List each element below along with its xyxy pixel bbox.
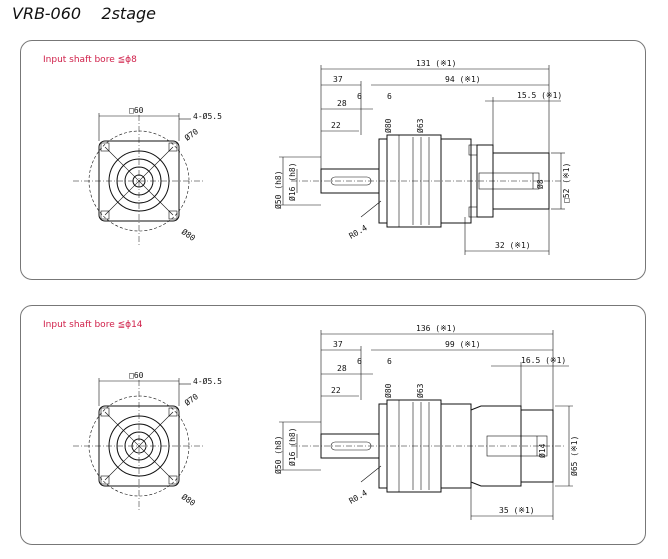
dim-r04: R0.4 <box>348 223 369 241</box>
dim-v63: Ø63 <box>415 118 425 133</box>
dim-28: 28 <box>337 364 347 373</box>
page-title: VRB-060 2stage <box>12 4 157 23</box>
dim-holes: 4-Ø5.5 <box>193 111 222 121</box>
technical-drawing: □60 4-Ø5.5 Ø70 Ø80 136 (※1) <box>73 324 579 520</box>
drawing-panel-1: Input shaft bore ≦ϕ8 □60 4-Ø5.5 Ø70 <box>20 40 646 280</box>
dim-total: 131 (※1) <box>416 59 456 68</box>
dim-94: 99 (※1) <box>445 340 481 349</box>
dim-6b: 6 <box>387 92 392 101</box>
dim-v16: Ø16 (h8) <box>287 162 297 201</box>
dim-pcd: Ø70 <box>182 391 200 408</box>
dim-15: 15.5 (※1) <box>517 91 562 100</box>
dim-v52: □52 (※1) <box>562 163 571 203</box>
dim-square: □60 <box>129 371 144 380</box>
dim-94: 94 (※1) <box>445 75 481 84</box>
front-view: □60 4-Ø5.5 Ø70 Ø80 <box>73 371 222 512</box>
technical-drawing: □60 4-Ø5.5 Ø70 Ø80 <box>73 59 571 255</box>
dim-r04: R0.4 <box>348 488 369 506</box>
dim-28: 28 <box>337 99 347 108</box>
dim-22: 22 <box>331 386 341 395</box>
dim-v80: Ø80 <box>383 383 393 398</box>
side-view: 131 (※1) 37 94 (※1) 15.5 (※1) 28 6 6 22 … <box>273 59 571 255</box>
dim-32: 35 (※1) <box>499 506 535 515</box>
dim-total: 136 (※1) <box>416 324 456 333</box>
dim-v63: Ø63 <box>415 383 425 398</box>
dim-v80: Ø80 <box>383 118 393 133</box>
side-view: 136 (※1) 37 99 (※1) 16.5 (※1) 28 6 6 22 … <box>273 324 579 520</box>
dim-v8: Ø8 <box>535 179 545 189</box>
bore-label: Input shaft bore ≦ϕ14 <box>43 320 143 330</box>
dim-6b: 6 <box>387 357 392 366</box>
dim-22: 22 <box>331 121 341 130</box>
bore-label: Input shaft bore ≦ϕ8 <box>43 55 137 65</box>
dim-diag: Ø80 <box>180 491 198 508</box>
dim-diag: Ø80 <box>180 226 198 243</box>
dim-holes: 4-Ø5.5 <box>193 376 222 386</box>
dim-v52: Ø65 (※1) <box>569 436 579 476</box>
dim-v50: Ø50 (h8) <box>273 170 283 209</box>
dim-37: 37 <box>333 340 343 349</box>
dim-15: 16.5 (※1) <box>521 356 566 365</box>
dim-6a: 6 <box>357 357 362 366</box>
drawing-panel-2: Input shaft bore ≦ϕ14 □60 4-Ø5.5 Ø70 Ø80 <box>20 305 646 545</box>
dim-v50: Ø50 (h8) <box>273 435 283 474</box>
front-view: □60 4-Ø5.5 Ø70 Ø80 <box>73 106 222 247</box>
dim-37: 37 <box>333 75 343 84</box>
dim-pcd: Ø70 <box>182 126 200 143</box>
dim-square: □60 <box>129 106 144 115</box>
dim-32: 32 (※1) <box>495 241 531 250</box>
dim-6a: 6 <box>357 92 362 101</box>
dim-v16: Ø16 (h8) <box>287 427 297 466</box>
dim-v8: Ø14 <box>537 443 547 458</box>
